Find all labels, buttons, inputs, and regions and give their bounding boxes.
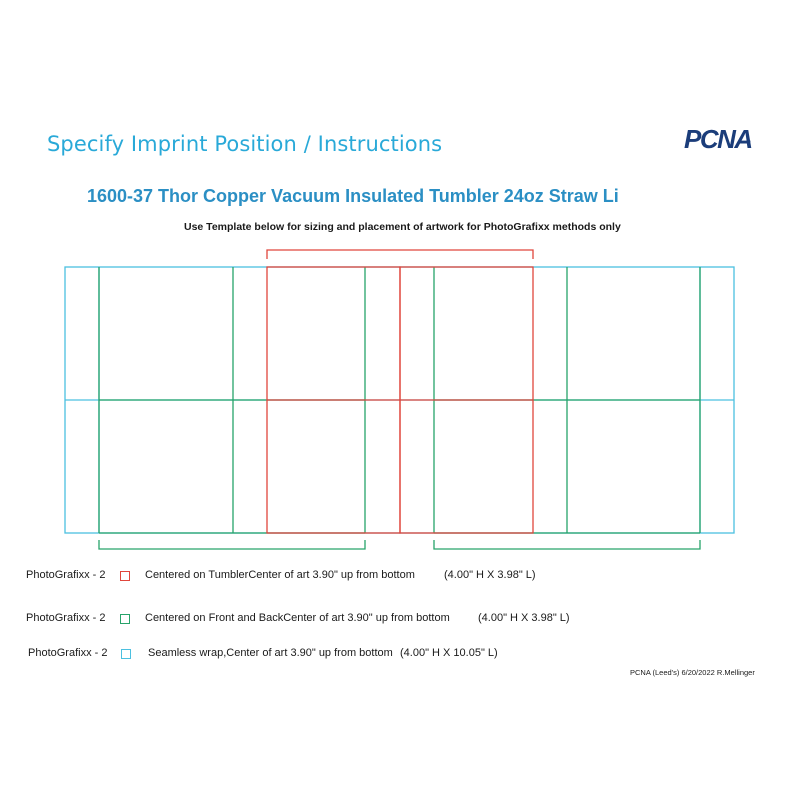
template-instruction: Use Template below for sizing and placem…: [184, 221, 621, 233]
green-bracket-right: [433, 540, 701, 550]
footer-credit: PCNA (Leed's) 6/20/2022 R.Mellinger: [630, 668, 755, 677]
legend-size: (4.00" H X 3.98" L): [444, 569, 536, 581]
trademark-mark: ™: [746, 140, 751, 146]
red-center-areas: [266, 249, 534, 534]
legend-size: (4.00" H X 10.05" L): [400, 647, 498, 659]
legend-description: Centered on TumblerCenter of art 3.90" u…: [145, 569, 415, 581]
pcna-logo: PCNA: [684, 124, 753, 154]
green-swatch-icon: [120, 614, 130, 624]
green-bracket-left: [98, 540, 366, 550]
legend-description: Centered on Front and BackCenter of art …: [145, 612, 450, 624]
legend-size: (4.00" H X 3.98" L): [478, 612, 570, 624]
legend-row-cyan: PhotoGrafixx - 2 Seamless wrap,Center of…: [0, 647, 800, 663]
red-swatch-icon: [120, 571, 130, 581]
legend-row-green: PhotoGrafixx - 2 Centered on Front and B…: [0, 612, 800, 628]
legend-description: Seamless wrap,Center of art 3.90" up fro…: [148, 647, 393, 659]
page-title: Specify Imprint Position / Instructions: [47, 132, 443, 156]
product-title: 1600-37 Thor Copper Vacuum Insulated Tum…: [87, 186, 619, 206]
legend-method: PhotoGrafixx - 2: [26, 569, 106, 581]
legend-method: PhotoGrafixx - 2: [26, 612, 106, 624]
legend-row-red: PhotoGrafixx - 2 Centered on TumblerCent…: [0, 569, 800, 585]
red-bracket-top: [266, 249, 534, 259]
legend-method: PhotoGrafixx - 2: [28, 647, 108, 659]
cyan-swatch-icon: [121, 649, 131, 659]
